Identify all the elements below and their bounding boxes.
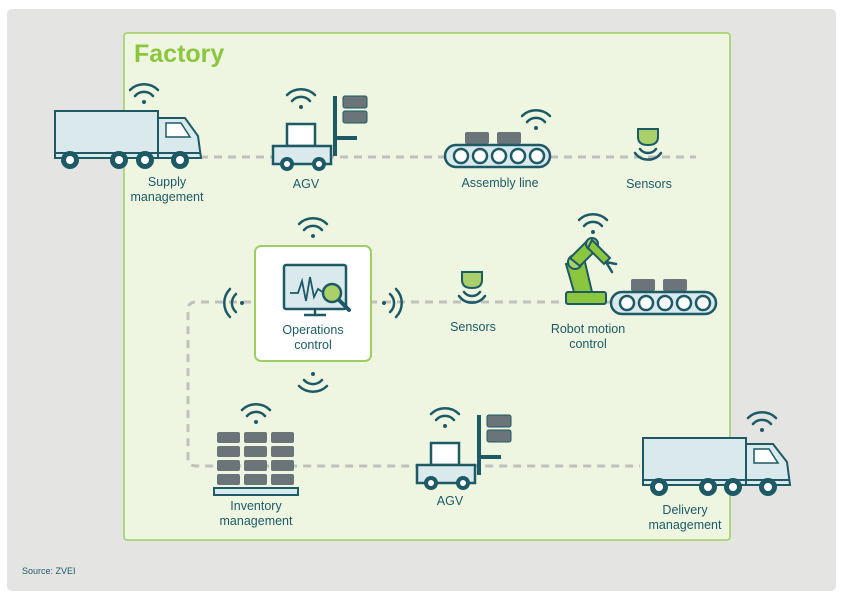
robot-conveyor-icon — [609, 279, 718, 316]
supply-label-line1: Supply — [147, 175, 187, 189]
delivery-label-line1: Delivery — [662, 503, 708, 517]
wifi-icon — [128, 83, 160, 104]
magnifier-icon — [321, 282, 351, 312]
sensors-top-label: Sensors — [626, 177, 672, 191]
inventory-label-line2: management — [219, 514, 293, 528]
connection-bottom-loop — [186, 300, 640, 468]
agv-bottom-label: AGV — [436, 494, 464, 508]
assembly-line-conveyor-icon — [443, 132, 552, 169]
sensors-mid-label: Sensors — [450, 320, 496, 334]
wifi-icon — [577, 213, 609, 234]
wifi-icon — [297, 372, 329, 393]
wifi-icon — [223, 287, 244, 319]
operations-label-line1: Operations — [282, 323, 344, 337]
operations-label-line2: control — [294, 338, 332, 352]
delivery-label-line2: management — [648, 518, 722, 532]
operations-control-label: Operations control — [263, 323, 363, 353]
wifi-icon — [429, 407, 461, 428]
robot-label-line2: control — [569, 337, 607, 351]
inventory-label-line1: Inventory — [230, 499, 282, 513]
factory-title: Factory — [134, 40, 225, 68]
supply-label-line2: management — [130, 190, 204, 204]
robot-arm-icon — [564, 237, 618, 305]
robot-label-line1: Robot motion — [550, 322, 626, 336]
supply-management-label: Supply management — [117, 175, 217, 205]
sensors-mid-icon — [457, 271, 487, 304]
delivery-truck-icon — [642, 437, 792, 496]
agv-top-forklift-icon — [271, 95, 368, 171]
inventory-pallet-icon — [213, 432, 299, 496]
assembly-line-label: Assembly line — [461, 176, 539, 190]
robot-motion-control-label: Robot motion control — [533, 322, 643, 352]
wifi-icon — [285, 88, 317, 109]
agv-top-label: AGV — [292, 177, 320, 191]
wifi-icon — [297, 217, 329, 238]
supply-truck-icon — [54, 110, 203, 169]
sensors-top-icon — [633, 128, 663, 161]
wifi-icon — [240, 403, 272, 424]
wifi-icon — [382, 287, 403, 319]
wifi-icon — [746, 411, 778, 432]
wifi-icon — [520, 109, 552, 130]
inventory-management-label: Inventory management — [206, 499, 306, 529]
agv-bottom-forklift-icon — [415, 414, 512, 490]
delivery-management-label: Delivery management — [635, 503, 735, 533]
source-note: Source: ZVEI — [22, 566, 76, 576]
